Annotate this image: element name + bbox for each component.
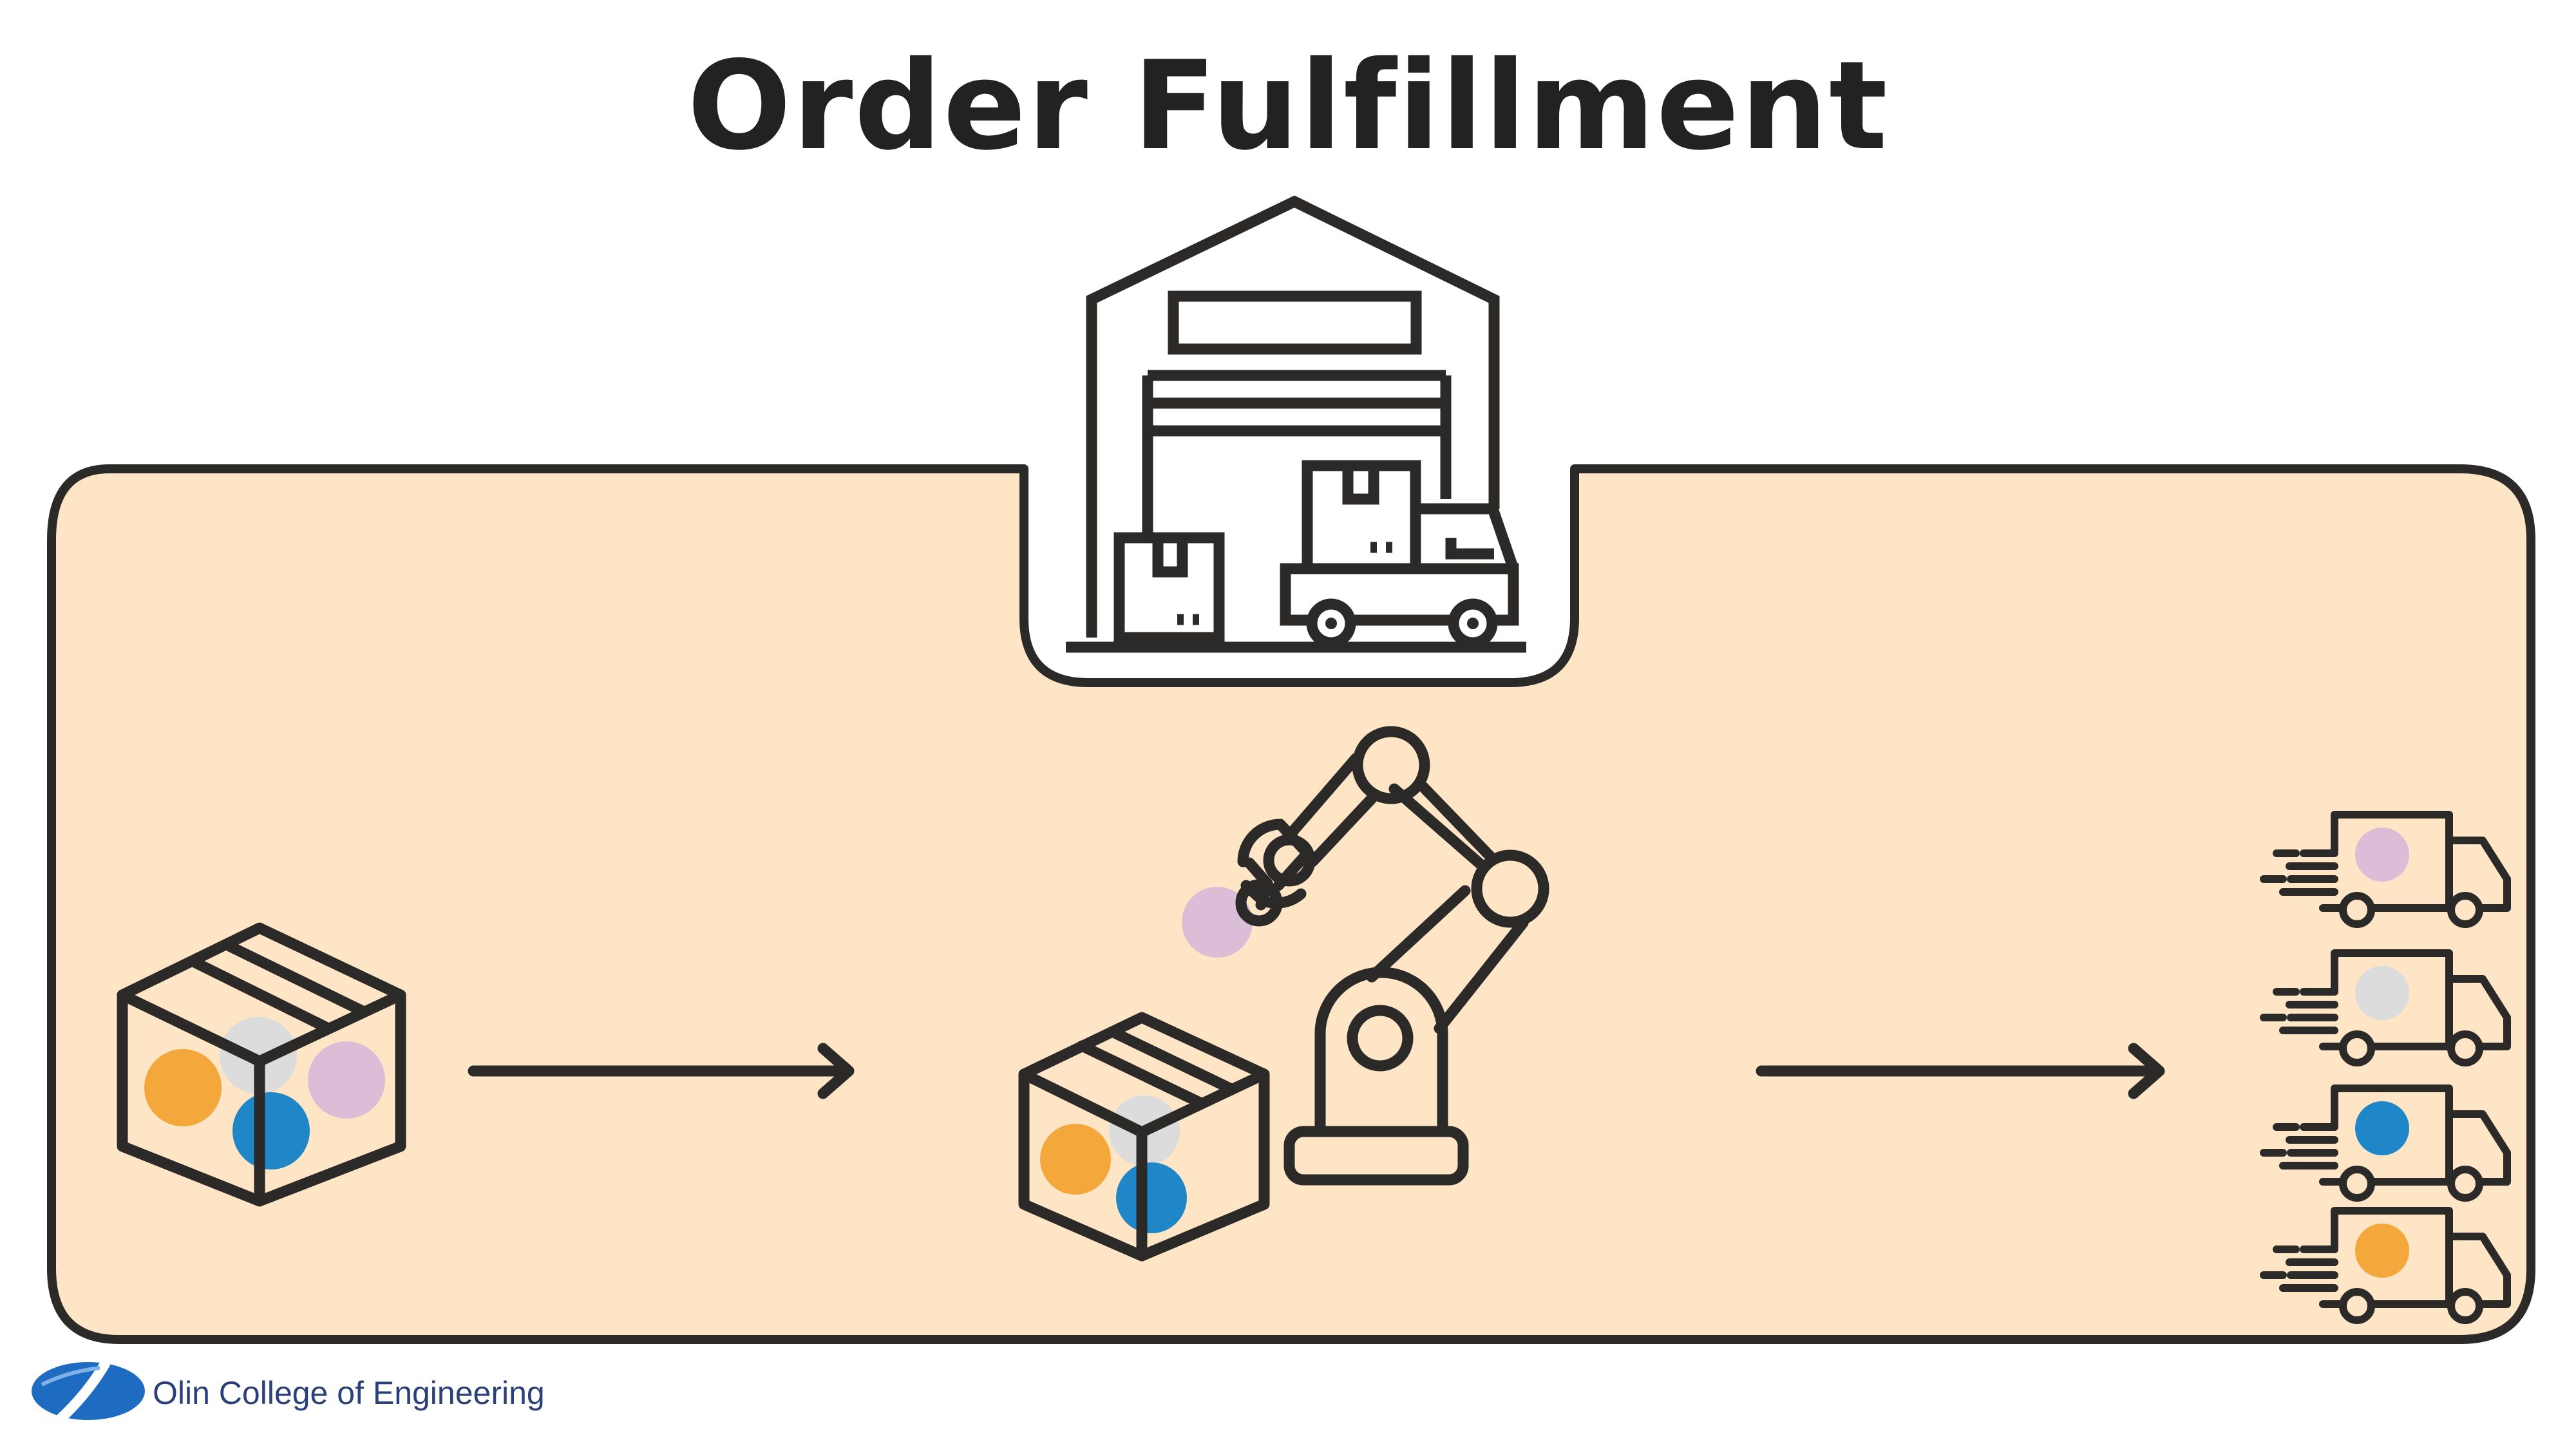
delivery-truck-icon xyxy=(2264,953,2507,1063)
item-blue xyxy=(1116,1162,1187,1233)
slide-title: Order Fulfillment xyxy=(687,35,1889,177)
packing-box-items xyxy=(1040,1095,1187,1233)
delivery-truck-icon xyxy=(2264,1088,2507,1198)
truck-item-gray xyxy=(2355,966,2409,1020)
arrow-to-packing xyxy=(468,1043,855,1099)
item-orange xyxy=(144,1049,222,1126)
robot-held-item-purple xyxy=(1182,887,1253,958)
truck-item-blue xyxy=(2355,1101,2409,1155)
arrow-to-delivery xyxy=(1756,1043,2165,1099)
truck-item-purple xyxy=(2355,828,2409,882)
olin-logo-icon xyxy=(32,1359,145,1423)
truck-item-orange xyxy=(2355,1224,2409,1278)
packing-box-icon xyxy=(1018,1012,1270,1262)
robot-arm-icon xyxy=(1237,726,1549,1186)
item-purple xyxy=(308,1041,385,1119)
item-orange xyxy=(1040,1124,1111,1195)
delivery-truck-icon xyxy=(2264,1211,2507,1320)
item-blue xyxy=(232,1092,310,1170)
warehouse-icon xyxy=(1066,195,1526,653)
incoming-box-icon xyxy=(117,922,406,1207)
delivery-truck-icon xyxy=(2264,815,2507,924)
robot-gripper-front xyxy=(1235,857,1283,927)
footer-organization: Olin College of Engineering xyxy=(153,1375,545,1411)
